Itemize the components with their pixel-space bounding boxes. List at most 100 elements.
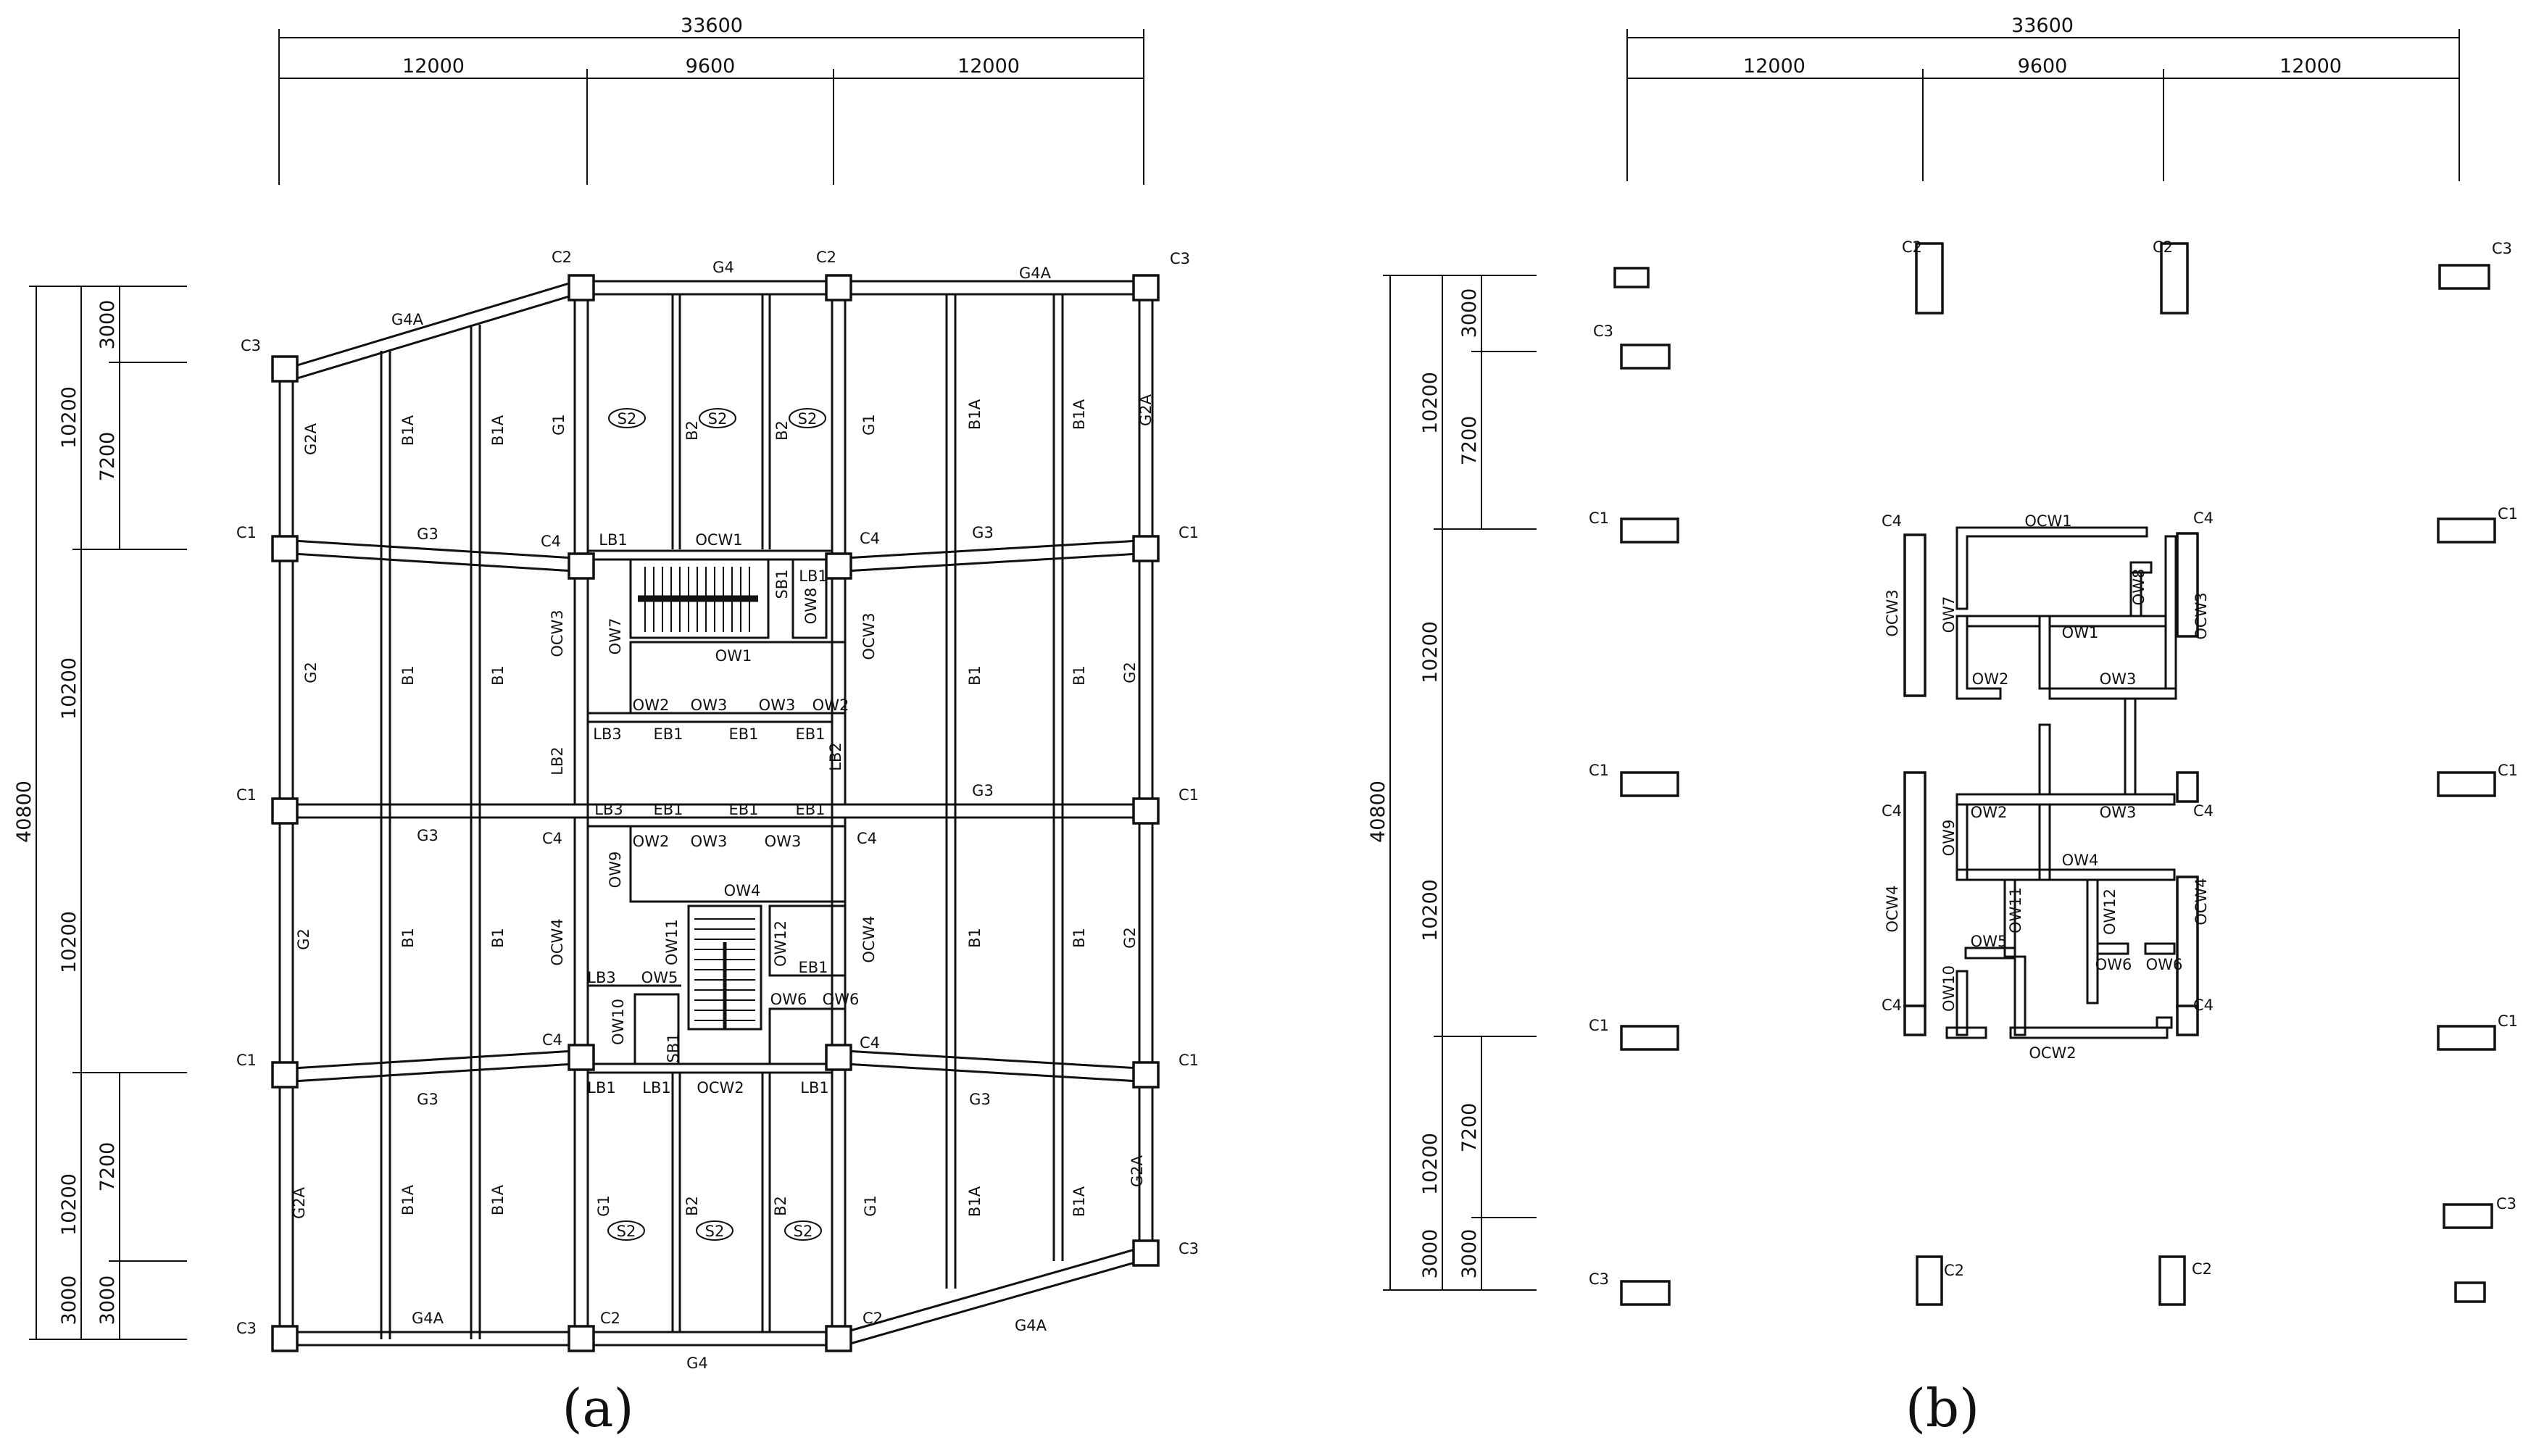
label-ocw1: OCW1	[2024, 512, 2071, 530]
label-lb3: LB3	[587, 969, 615, 986]
label-eb1: EB1	[795, 725, 825, 743]
label-c2: C2	[1902, 238, 1922, 256]
plan-b-dim-span-2: 10200	[1419, 621, 1442, 683]
plan-a-dim-span-1: 10200	[58, 386, 80, 449]
label-g1: G1	[550, 414, 568, 436]
label-ow3: OW3	[2100, 804, 2137, 821]
label-c2: C2	[2192, 1260, 2212, 1278]
label-g4a: G4A	[1019, 265, 1052, 282]
label-ow11: OW11	[663, 919, 681, 965]
column-c3	[1620, 344, 1671, 370]
wall-mid-right	[2124, 697, 2137, 796]
column-c3-tr	[1132, 274, 1160, 301]
label-g3: G3	[972, 524, 994, 541]
column-c1-r3	[1132, 1061, 1160, 1089]
label-ow5: OW5	[641, 969, 678, 986]
label-b1a: B1A	[489, 1184, 507, 1215]
label-b1: B1	[966, 928, 984, 948]
wall-ocw2-left	[1945, 1026, 1987, 1039]
column-c3	[1613, 267, 1650, 288]
plan-b-dim-span-3: 10200	[1419, 879, 1442, 941]
label-ow7: OW7	[607, 618, 624, 655]
label-s2: S2	[705, 1223, 725, 1240]
plan-b-dim-bay-1: 12000	[1743, 55, 1805, 78]
wall-ow6	[2144, 942, 2176, 955]
label-ow6: OW6	[823, 991, 860, 1008]
label-ow12: OW12	[2101, 889, 2119, 935]
label-s2: S2	[794, 1223, 813, 1240]
label-g2a: G2A	[1137, 394, 1155, 426]
label-ocw3: OCW3	[549, 610, 566, 657]
label-g4a: G4A	[412, 1310, 444, 1327]
column-c2	[1915, 242, 1944, 315]
column-c1	[1620, 771, 1679, 797]
label-s2: S2	[708, 410, 728, 428]
label-c4: C4	[1882, 512, 1902, 530]
column-c2	[2160, 242, 2189, 315]
label-g3: G3	[972, 782, 994, 799]
wall-ocw1	[1955, 526, 2148, 610]
label-c1: C1	[236, 524, 257, 541]
label-c4: C4	[860, 1034, 880, 1052]
plan-a-dim-total-vertical: 40800	[13, 781, 36, 843]
label-ocw4: OCW4	[2192, 878, 2210, 925]
plan-b-left-dimensions: 40800 10200 10200 10200 10200 3000 7200 …	[1367, 275, 1537, 1291]
wall-ow3	[2048, 687, 2177, 700]
plan-a-dim-sub-3000-top: 3000	[96, 300, 119, 350]
label-c4: C4	[542, 830, 562, 847]
label-c1: C1	[1589, 509, 1609, 527]
plan-a: 33600 12000 9600 12000 40800 10200 10200…	[13, 14, 1199, 1439]
label-b1a: B1A	[399, 415, 417, 446]
label-b1: B1	[489, 665, 507, 686]
label-ow9: OW9	[607, 852, 624, 889]
label-b1: B1	[399, 665, 417, 686]
plan-b-dim-total: 33600	[2011, 14, 2074, 37]
label-c2: C2	[2153, 238, 2173, 256]
label-c1: C1	[1179, 1052, 1199, 1069]
label-c3: C3	[1589, 1270, 1609, 1288]
label-c3: C3	[2496, 1195, 2516, 1212]
wall-ocw4-right	[2176, 875, 2199, 1009]
label-lb1: LB1	[642, 1079, 670, 1097]
label-lb1: LB1	[799, 567, 827, 585]
label-c1: C1	[1179, 786, 1199, 804]
column-c2	[2158, 1255, 2186, 1306]
label-ow2: OW2	[812, 696, 849, 714]
stair-top	[638, 567, 758, 632]
label-b1: B1	[489, 928, 507, 948]
label-c4: C4	[860, 530, 880, 547]
label-c3: C3	[1179, 1240, 1199, 1257]
plan-a-left-dimensions: 40800 10200 10200 10200 10200 3000 7200 …	[13, 286, 187, 1340]
label-b1a: B1A	[399, 1184, 417, 1215]
wall-ow3-mid	[1955, 793, 2176, 806]
label-ocw2: OCW2	[697, 1079, 744, 1097]
wall-ocw4-left	[1903, 771, 1926, 1007]
label-g3: G3	[969, 1091, 991, 1108]
plan-b-dim-bay-3: 12000	[2279, 55, 2342, 78]
wall-lower-mid	[2013, 955, 2027, 1036]
label-ocw3: OCW3	[2192, 592, 2210, 639]
label-c2: C2	[863, 1310, 883, 1327]
label-ow6: OW6	[2146, 956, 2183, 973]
label-c2: C2	[600, 1310, 620, 1327]
label-ow5: OW5	[1971, 933, 2008, 950]
column-c1	[2437, 517, 2496, 544]
plan-a-top-dimensions: 33600 12000 9600 12000	[278, 14, 1144, 185]
label-ow11: OW11	[2007, 887, 2024, 933]
plan-b-dim-sub-3000-outer: 3000	[1419, 1229, 1442, 1279]
label-c4: C4	[542, 1031, 562, 1049]
label-b1a: B1A	[1071, 399, 1088, 430]
plan-a-dim-sub-7200-top: 7200	[96, 432, 119, 482]
label-ow9: OW9	[1940, 820, 1958, 857]
label-ocw1: OCW1	[695, 531, 742, 549]
plan-b-dim-sub-7200-bottom: 7200	[1458, 1103, 1481, 1153]
label-g1: G1	[862, 1195, 879, 1217]
column-c1-l1	[271, 535, 299, 562]
label-lb1: LB1	[800, 1079, 828, 1097]
plan-a-dim-total: 33600	[681, 14, 743, 37]
label-eb1: EB1	[798, 959, 828, 976]
label-lb2: LB2	[827, 742, 844, 770]
wall-stub	[2156, 1016, 2173, 1029]
wall-stub	[2176, 1004, 2199, 1036]
